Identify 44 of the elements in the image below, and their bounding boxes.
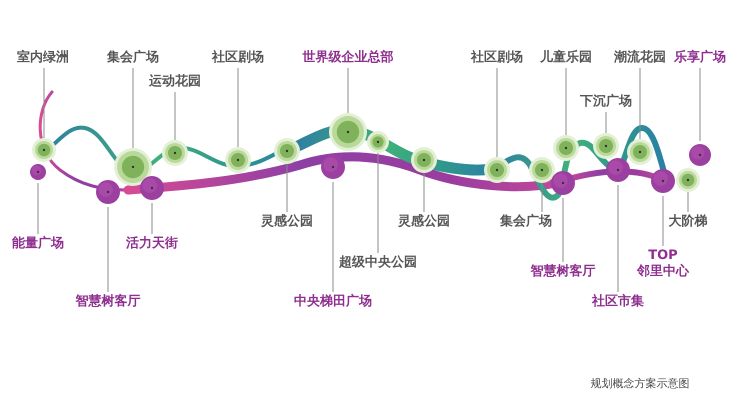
leader-line	[132, 68, 134, 148]
ring-marker	[410, 146, 438, 174]
place-label: 大阶梯	[668, 214, 708, 230]
ring-marker	[273, 137, 301, 165]
place-label: 下沉广场	[580, 94, 632, 110]
place-label: 潮流花园	[614, 50, 666, 66]
place-label: 智慧树客厅	[76, 294, 140, 310]
place-label: 中央梯田广场	[294, 294, 372, 310]
place-label: 活力天街	[126, 236, 178, 252]
ring-marker	[161, 139, 189, 167]
leader-line	[662, 196, 664, 246]
ring-marker	[675, 167, 701, 193]
place-label: 集会广场	[107, 50, 159, 66]
ring-marker	[224, 146, 252, 174]
ring-marker	[552, 134, 580, 162]
leader-line	[562, 198, 564, 262]
place-label: 室内绿洲	[17, 50, 69, 66]
place-label: 社区剧场	[471, 50, 523, 66]
ring-marker	[592, 132, 620, 160]
leader-line	[332, 182, 334, 292]
place-label: 灵感公园	[398, 214, 450, 230]
ring-marker	[31, 137, 57, 163]
ring-marker	[626, 138, 654, 166]
place-label: 运动花园	[149, 74, 201, 90]
place-label: 智慧树客厅	[530, 264, 596, 280]
ring-marker	[328, 112, 368, 152]
place-label: 灵感公园	[261, 214, 313, 230]
place-label: 儿童乐园	[540, 50, 592, 66]
place-label: 乐享广场	[674, 50, 726, 66]
caption: 规划概念方案示意图	[590, 376, 690, 391]
ring-marker	[366, 130, 390, 154]
leader-line	[286, 164, 288, 212]
place-label: 世界级企业总部	[302, 50, 394, 66]
place-label: 超级中央公园	[339, 255, 417, 271]
ring-marker	[528, 156, 556, 184]
ring-marker	[113, 147, 153, 187]
place-label: TOP 邻里中心	[633, 248, 693, 280]
leader-line	[496, 68, 498, 158]
ring-marker	[483, 156, 511, 184]
place-label: 社区剧场	[212, 50, 264, 66]
place-label: 集会广场	[500, 214, 552, 230]
leader-line	[174, 92, 176, 140]
place-label: 社区市集	[592, 294, 644, 310]
place-label: 能量广场	[12, 236, 64, 252]
